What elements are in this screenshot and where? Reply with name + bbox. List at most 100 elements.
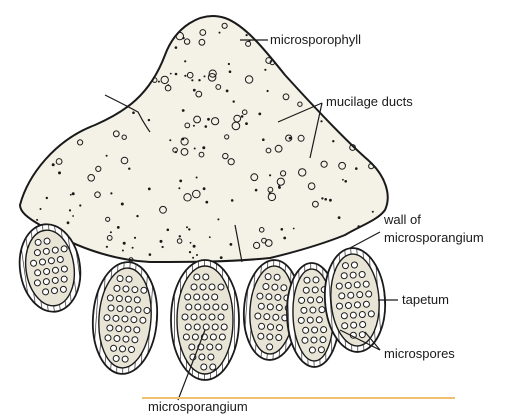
duct-dot (58, 171, 61, 174)
duct-dot (72, 192, 75, 195)
microspore (194, 274, 200, 280)
microspore (42, 288, 49, 295)
microspore (350, 272, 356, 278)
microspore (105, 335, 111, 341)
microspore (341, 323, 347, 329)
duct-dot (269, 174, 271, 176)
microspore (354, 302, 360, 308)
duct-dot (289, 137, 292, 140)
microspore (309, 347, 315, 353)
microspore (195, 304, 201, 310)
microspore (265, 273, 271, 279)
duct-dot (170, 73, 172, 75)
duct-dot (209, 236, 211, 238)
microspore (342, 262, 348, 268)
duct-dot (52, 163, 55, 166)
duct-dot (342, 179, 344, 181)
duct-dot (194, 148, 196, 150)
duct-dot (134, 237, 136, 239)
microspore (185, 294, 191, 300)
microspore (348, 292, 354, 298)
microspore (51, 287, 58, 294)
duct-dot (175, 46, 178, 49)
duct-dot (217, 218, 219, 220)
duct-dot (241, 115, 244, 118)
microspore (122, 356, 128, 362)
duct-dot (169, 139, 171, 141)
duct-dot (357, 225, 360, 228)
microspore (218, 284, 224, 290)
microspore (144, 307, 150, 313)
duct-dot (245, 122, 248, 125)
microspore (272, 284, 278, 290)
duct-dot (372, 211, 374, 213)
microspore (48, 257, 55, 264)
duct-dot (264, 69, 266, 71)
microspore (123, 286, 129, 292)
microspore (194, 324, 200, 330)
microspore (119, 346, 125, 352)
microspore (113, 315, 119, 321)
duct-dot (136, 215, 138, 217)
microspore (183, 334, 189, 340)
microspore (114, 335, 120, 341)
microspore (209, 314, 215, 320)
duct-dot (355, 167, 358, 170)
duct-dot (132, 111, 135, 114)
microspore (319, 307, 325, 313)
microspore (116, 325, 122, 331)
microspore (212, 324, 218, 330)
microspore (61, 276, 68, 283)
microspore (354, 282, 360, 288)
duct-dot (193, 245, 196, 248)
duct-dot (117, 226, 120, 229)
duct-dot (246, 34, 248, 36)
duct-dot (190, 242, 192, 244)
microsporangium (89, 260, 161, 376)
duct-dot (110, 192, 112, 194)
microspore (341, 272, 347, 278)
microspore (311, 337, 317, 343)
microspore (222, 304, 228, 310)
microspore (60, 286, 67, 293)
duct-dot (179, 180, 182, 183)
duct-dot (69, 209, 71, 211)
microspore (61, 266, 68, 273)
duct-dot (230, 243, 233, 246)
duct-dot (123, 242, 126, 245)
microspore (313, 277, 319, 283)
duct-dot (220, 256, 223, 259)
duct-dot (320, 120, 322, 122)
microspore (34, 249, 41, 256)
microspore (192, 334, 198, 340)
duct-dot (193, 89, 196, 92)
duct-dot (181, 138, 184, 141)
microspore (301, 307, 307, 313)
duct-dot (148, 188, 151, 191)
duct-dot (184, 60, 186, 62)
duct-dot (193, 125, 195, 127)
duct-dot (281, 228, 284, 231)
microspore (221, 324, 227, 330)
duct-dot (229, 70, 232, 73)
microspore (345, 302, 351, 308)
label-microsporangium: microsporangium (148, 399, 248, 414)
microspore (336, 283, 342, 289)
duct-dot (228, 63, 230, 65)
duct-dot (204, 75, 206, 77)
microspore (132, 286, 138, 292)
label-microspores: microspores (384, 346, 455, 361)
microspore (316, 317, 322, 323)
microspore (302, 337, 308, 343)
microspore (122, 316, 128, 322)
microspore (303, 287, 309, 293)
microspore (134, 327, 140, 333)
duct-dot (332, 140, 334, 142)
microspore (212, 294, 218, 300)
microspore (191, 314, 197, 320)
duct-dot (182, 109, 185, 112)
microspore (258, 303, 264, 309)
microspore (318, 347, 324, 353)
microspore (274, 274, 280, 280)
duct-dot (344, 180, 347, 183)
